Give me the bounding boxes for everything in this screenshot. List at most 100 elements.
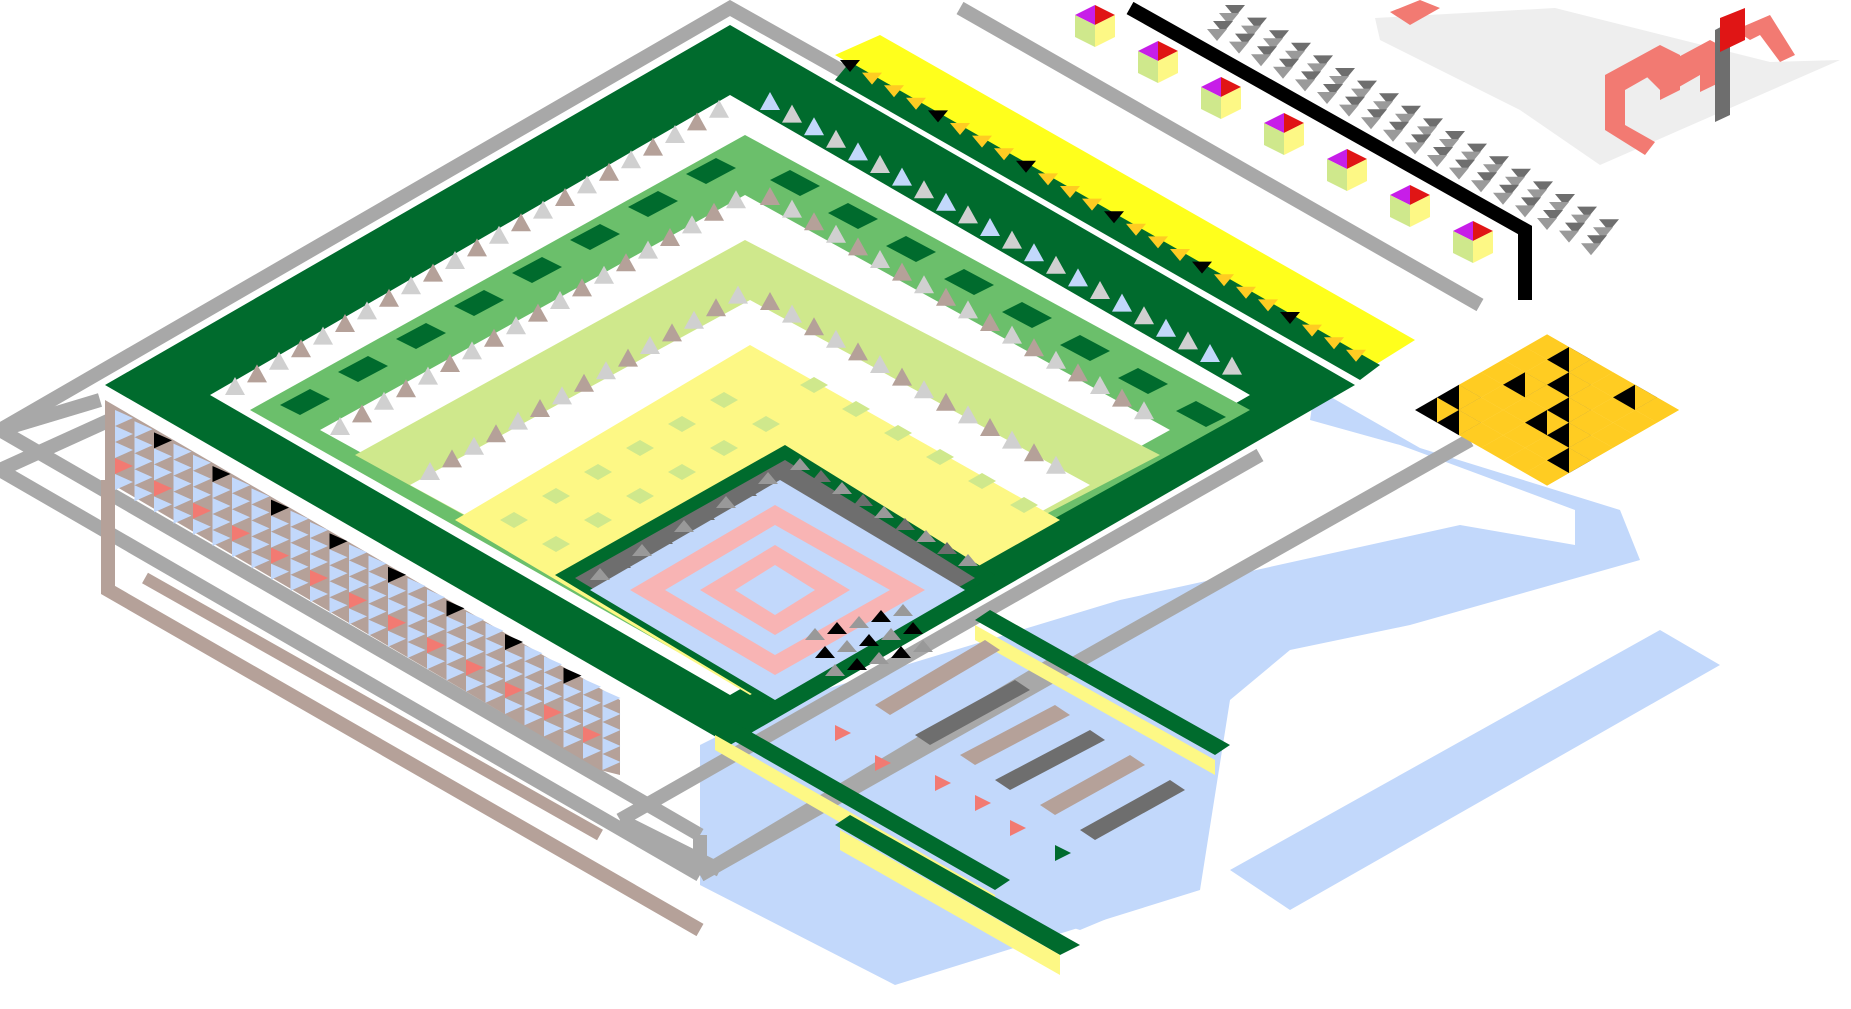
salmon-pipe-structure[interactable]: [1390, 0, 1795, 155]
wall-stud: [485, 654, 504, 671]
wall-stud: [271, 547, 289, 564]
pit-stud: [811, 470, 831, 482]
red-marker: [1055, 845, 1071, 861]
gray-stud: [1235, 33, 1255, 46]
yellow-strip[interactable]: [835, 35, 1415, 365]
checker-half: [1503, 410, 1525, 436]
wall-stud: [524, 709, 543, 726]
diamond-tile: [584, 464, 612, 480]
terrace-stud: [440, 354, 460, 372]
slot: [454, 290, 504, 316]
checker-half: [1547, 359, 1569, 385]
pit-stud: [611, 556, 631, 568]
wall-stud: [407, 626, 426, 642]
gray-stud: [1247, 17, 1267, 30]
lower-ramps[interactable]: [715, 610, 1230, 975]
pit-stud: [916, 530, 936, 542]
gray-stud: [1549, 202, 1569, 214]
checker-half: [1525, 372, 1547, 398]
slot: [1060, 335, 1110, 361]
wall-stud: [349, 592, 367, 609]
gray-stud: [1461, 151, 1481, 164]
wall-stud: [524, 645, 543, 662]
terrace-stud: [892, 262, 912, 281]
wall-stud: [115, 474, 133, 490]
wall-stud: [193, 518, 211, 535]
terrace-stud: [638, 240, 658, 259]
terrace-stud: [660, 228, 680, 246]
checker-half: [1635, 384, 1657, 410]
gray-stud: [1505, 176, 1525, 189]
gold-checker-tiles[interactable]: [1415, 334, 1679, 486]
pit-center[interactable]: [735, 565, 815, 615]
terrace-stud: [574, 373, 594, 392]
gray-stud: [1449, 167, 1469, 180]
gray-stud: [1219, 13, 1239, 25]
slot: [686, 158, 736, 184]
wall-stud: [154, 480, 172, 497]
cube-left: [1264, 123, 1284, 155]
terrace-stud: [506, 316, 526, 335]
checker-half: [1613, 372, 1635, 398]
wall-stud: [134, 437, 153, 454]
terrace-stud-rows: [225, 92, 1242, 480]
terrace-stud: [616, 253, 636, 272]
checker-half: [1525, 447, 1547, 473]
gray-stud: [1279, 58, 1299, 71]
cube-top-right: [1095, 5, 1115, 25]
wall-stud: [329, 533, 348, 550]
wall-stud: [134, 469, 153, 486]
hex-cube-row[interactable]: [1075, 5, 1493, 263]
wall-stud: [193, 486, 211, 503]
wall-stud: [310, 554, 328, 570]
wall-stud: [583, 742, 601, 759]
terrace-stud: [980, 218, 1000, 236]
terrace-stud: [508, 411, 528, 430]
terrace-stud: [420, 462, 440, 480]
terrace-stud: [618, 348, 638, 367]
wall-stud: [388, 582, 406, 599]
wall-stud: [602, 706, 621, 722]
wall-stud: [368, 603, 387, 620]
diamond-tile: [842, 401, 870, 417]
cube-right: [1095, 15, 1115, 47]
cube-top-right: [1347, 149, 1367, 169]
gray-stud: [1445, 131, 1465, 143]
gray-stud: [1389, 121, 1409, 134]
gray-stud: [1317, 92, 1337, 104]
terrace-stud: [489, 225, 509, 244]
wall-stud: [154, 448, 172, 465]
pit-stud: [881, 628, 901, 640]
terrace-stud: [1134, 401, 1154, 420]
pit-stud: [847, 658, 867, 670]
terrace-stud: [511, 213, 531, 232]
wall-stud: [563, 715, 582, 732]
wall-stud: [563, 699, 582, 716]
black-railing[interactable]: [1126, 1, 1532, 300]
yellow-strip-dark-edge: [835, 62, 1380, 380]
cube-right: [1473, 231, 1493, 263]
slot: [628, 191, 678, 217]
terrace-stud: [1046, 255, 1066, 274]
cube-top-right: [1221, 77, 1241, 97]
slot: [570, 224, 620, 250]
wall-stud: [310, 538, 328, 554]
yellow-stud: [950, 123, 970, 135]
terrace-stud: [726, 190, 746, 209]
wall-stud: [466, 659, 484, 676]
wall-stud: [427, 605, 445, 622]
wall-stud: [446, 632, 465, 649]
checker-half: [1613, 397, 1635, 423]
pit-stud: [716, 496, 736, 508]
terrace-stud: [848, 142, 868, 161]
terrace-stud: [1002, 430, 1022, 449]
gray-stud: [1269, 30, 1289, 43]
yellow-stud: [1192, 261, 1212, 274]
wall-stud: [524, 693, 543, 710]
gray-stud: [1521, 197, 1541, 210]
wall-stud: [173, 443, 192, 460]
yellow-stud: [1126, 223, 1146, 236]
terrace-stud: [445, 251, 465, 269]
